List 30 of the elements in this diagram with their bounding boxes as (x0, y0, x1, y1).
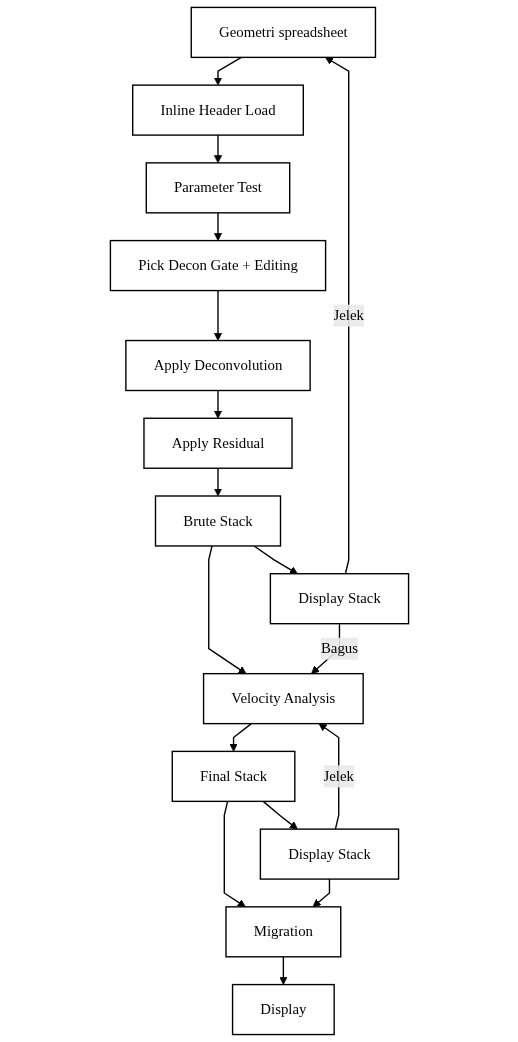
arrow (207, 545, 246, 675)
node-box: Inline Header Load (131, 84, 304, 136)
arrow (223, 800, 246, 908)
arrow (213, 134, 222, 164)
arrow (213, 467, 222, 497)
node-box: Pick Decon Gate + Editing (109, 239, 326, 292)
node-box: Velocity Analysis (202, 672, 364, 725)
node-box: Apply Residual (142, 417, 293, 469)
node-box: Geometri spreadsheet (190, 6, 376, 59)
node-box: Display Stack (269, 573, 409, 625)
arrow (262, 800, 298, 830)
edge-label: Jelek (333, 307, 364, 323)
node-box: Final Stack (171, 750, 296, 803)
arrow (252, 545, 298, 575)
arrow (213, 289, 222, 341)
arrow (278, 956, 287, 985)
arrow (229, 722, 252, 752)
edge-label: Bagus (320, 640, 358, 657)
arrow (213, 389, 222, 419)
arrow (213, 56, 242, 86)
edge-label: Jelek (323, 768, 354, 784)
node-box: Apply Deconvolution (124, 339, 311, 392)
node-box: Brute Stack (154, 495, 281, 547)
arrow (324, 57, 349, 575)
node-box: Display (231, 983, 335, 1036)
arrow (312, 878, 330, 908)
node-box: Display Stack (259, 828, 399, 880)
arrow (213, 212, 222, 241)
node-box: Parameter Test (145, 162, 290, 214)
node-box: Migration (224, 906, 341, 958)
